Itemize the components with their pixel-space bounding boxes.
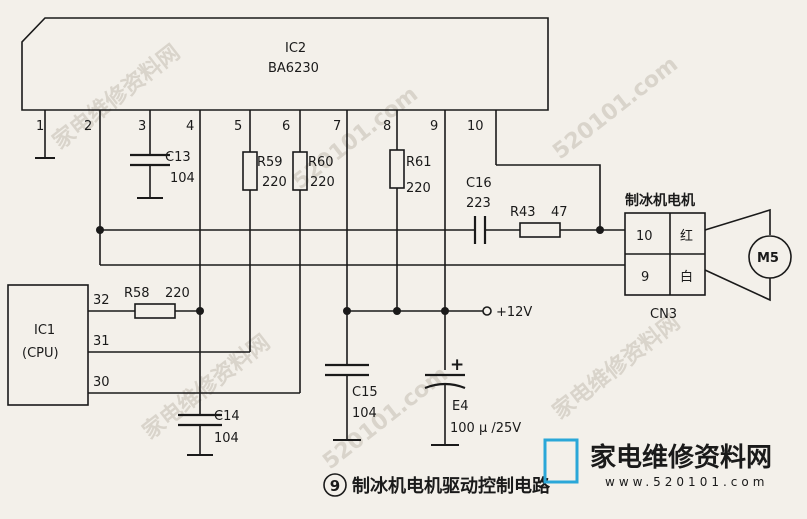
- c14-value: 104: [214, 431, 239, 446]
- c16-ref: C16: [466, 176, 492, 191]
- watermark-url-2: 520101.com: [548, 52, 683, 165]
- supply-label: +12V: [496, 305, 532, 320]
- r43-body: [519, 222, 561, 238]
- junction-r58-pin4: [196, 307, 204, 315]
- motor-wire-bottom: [704, 269, 771, 302]
- connector-title: 制冰机电机: [625, 192, 695, 209]
- ic2-pin-5: 5: [234, 119, 242, 134]
- c13-value: 104: [170, 171, 195, 186]
- cn3-ref: CN3: [650, 307, 677, 322]
- r58-ref: R58: [124, 286, 150, 301]
- motor-symbol: [748, 235, 792, 279]
- junction-pin2-red: [96, 226, 104, 234]
- c14-ref: C14: [214, 409, 240, 424]
- r59-ref: R59: [257, 155, 283, 170]
- ic2-pin-2: 2: [84, 119, 92, 134]
- ic2-pin-6: 6: [282, 119, 290, 134]
- ic1-part: (CPU): [22, 346, 59, 361]
- brand-logo-mark: [543, 438, 579, 484]
- r59-body: [242, 151, 258, 191]
- r60-ref: R60: [308, 155, 334, 170]
- cn3-pin-10: 10: [636, 229, 653, 244]
- caption-text: 制冰机电机驱动控制电路: [352, 475, 551, 497]
- motor-wire-top: [704, 208, 771, 235]
- r60-value: 220: [310, 175, 335, 190]
- supply-terminal: [482, 306, 492, 316]
- ic2-body: [21, 17, 549, 111]
- ic2-pin-1: 1: [36, 119, 44, 134]
- ic1-pin-30: 30: [93, 375, 110, 390]
- r43-value: 47: [551, 205, 568, 220]
- brand-logo: 家电维修资料网 www.520101.com: [543, 438, 772, 489]
- ic2-pin-9: 9: [430, 119, 438, 134]
- ic2-pin-4: 4: [186, 119, 194, 134]
- cn3-pin-9-color: 白: [680, 269, 693, 285]
- e4-value: 100 μ /25V: [450, 421, 521, 436]
- ic2-part: BA6230: [268, 61, 319, 76]
- r58-body: [134, 303, 176, 319]
- e4-polarity: +: [450, 355, 464, 375]
- caption-number: 9: [330, 477, 340, 495]
- ic2-name: IC2: [285, 41, 306, 56]
- r43-ref: R43: [510, 205, 536, 220]
- r59-value: 220: [262, 175, 287, 190]
- wiring: [7, 17, 792, 456]
- junctions: [96, 226, 604, 315]
- watermark-text-1: 家电维修资料网: [48, 39, 185, 154]
- ic1-name: IC1: [34, 323, 55, 338]
- motor-label: M5: [757, 251, 779, 266]
- ic1-pin-32: 32: [93, 293, 110, 308]
- brand-text: 家电维修资料网: [590, 442, 772, 473]
- cn3-pin-9: 9: [641, 270, 649, 285]
- ic2-pin-3: 3: [138, 119, 146, 134]
- cn3-pin-10-color: 红: [680, 228, 693, 244]
- r61-body: [389, 149, 405, 189]
- watermark-text-2: 家电维修资料网: [138, 329, 275, 444]
- pin10-to-cn3: [496, 164, 601, 232]
- e4-ref: E4: [452, 399, 469, 414]
- junction-pin9-rail: [441, 307, 449, 315]
- r61-value: 220: [406, 181, 431, 196]
- watermark-url-3: 520101.com: [318, 362, 453, 475]
- c15-value: 104: [352, 406, 377, 421]
- r61-ref: R61: [406, 155, 432, 170]
- ic2-pin-10: 10: [467, 119, 484, 134]
- caption-number-circle: [323, 473, 347, 497]
- ic2-pin-7: 7: [333, 119, 341, 134]
- c15-ref: C15: [352, 385, 378, 400]
- ic1-pin-31: 31: [93, 334, 110, 349]
- junction-red-pin10: [596, 226, 604, 234]
- c13-ref: C13: [165, 150, 191, 165]
- junction-pin8-rail: [393, 307, 401, 315]
- c16-value: 223: [466, 196, 491, 211]
- ic1-body: [7, 284, 89, 406]
- brand-url: www.520101.com: [605, 475, 768, 489]
- r58-value: 220: [165, 286, 190, 301]
- ic2-pin-8: 8: [383, 119, 391, 134]
- junction-pin7-rail: [343, 307, 351, 315]
- watermark-url-1: 520101.com: [288, 82, 423, 195]
- watermark-text-3: 家电维修资料网: [548, 309, 685, 424]
